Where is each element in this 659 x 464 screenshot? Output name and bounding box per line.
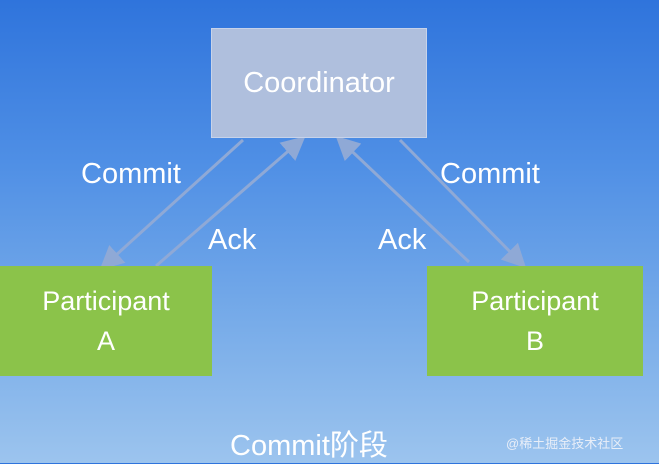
coordinator-label: Coordinator bbox=[243, 66, 395, 99]
ack-label-right: Ack bbox=[378, 224, 427, 256]
commit-arrow-to-a bbox=[99, 138, 245, 271]
ack-arrow-from-b bbox=[335, 135, 471, 264]
commit-label-right: Commit bbox=[440, 158, 540, 190]
diagram-caption: Commit阶段 bbox=[230, 430, 388, 462]
participant-a-name: Participant bbox=[42, 286, 170, 316]
participant-b-node: Participant B bbox=[427, 266, 643, 376]
participant-b-name: Participant bbox=[471, 286, 599, 316]
participant-a-node: Participant A bbox=[0, 266, 212, 376]
participant-a-suffix: A bbox=[96, 326, 115, 356]
coordinator-node: Coordinator bbox=[211, 28, 427, 138]
commit-label-left: Commit bbox=[81, 158, 181, 190]
watermark: @稀土掘金技术社区 bbox=[506, 436, 624, 451]
ack-arrow-from-a bbox=[155, 136, 306, 268]
ack-label-left: Ack bbox=[208, 224, 257, 256]
participant-b-suffix: B bbox=[525, 326, 544, 356]
commit-arrow-to-b bbox=[398, 138, 527, 269]
